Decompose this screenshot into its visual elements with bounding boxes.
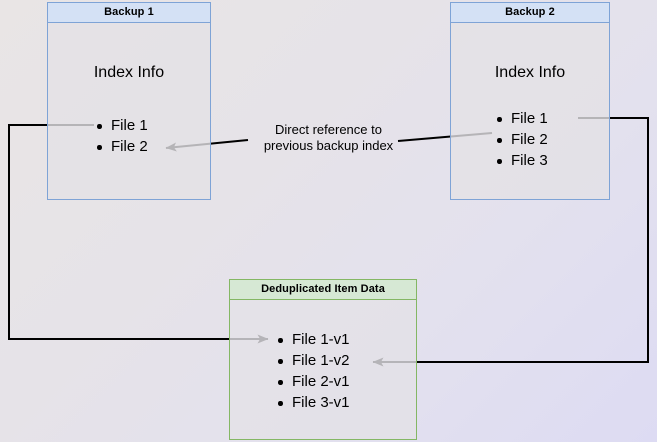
list-item: File 1-v2	[276, 350, 350, 371]
node-backup2[interactable]: Backup 2 Index Info File 1 File 2 File 3	[450, 2, 610, 200]
node-backup2-title: Backup 2	[451, 3, 609, 23]
node-backup1[interactable]: Backup 1 Index Info File 1 File 2	[47, 2, 211, 200]
node-backup1-item-list: File 1 File 2	[95, 115, 148, 157]
node-backup1-title: Backup 1	[48, 3, 210, 23]
edge-reference-caption-line2: previous backup index	[263, 138, 394, 153]
node-backup2-item-list: File 1 File 2 File 3	[495, 108, 548, 171]
node-deduplicated-body: File 1-v1 File 1-v2 File 2-v1 File 3-v1	[230, 300, 416, 439]
node-backup2-index-label: Index Info	[494, 64, 566, 81]
list-item: File 2	[495, 129, 548, 150]
edge-reference-caption-line1: Direct reference to	[275, 122, 382, 137]
node-deduplicated-item-data[interactable]: Deduplicated Item Data File 1-v1 File 1-…	[229, 279, 417, 440]
list-item: File 1-v1	[276, 329, 350, 350]
node-backup1-index-label: Index Info	[93, 64, 165, 81]
node-deduplicated-item-list: File 1-v1 File 1-v2 File 2-v1 File 3-v1	[276, 329, 350, 413]
edge-backup2-to-dedup	[372, 117, 649, 367]
list-item: File 2-v1	[276, 371, 350, 392]
list-item: File 3-v1	[276, 392, 350, 413]
list-item: File 3	[495, 150, 548, 171]
edge-reference-caption: Direct reference to previous backup inde…	[246, 122, 411, 154]
node-deduplicated-title: Deduplicated Item Data	[230, 280, 416, 300]
list-item: File 2	[95, 136, 148, 157]
node-backup1-body: Index Info File 1 File 2	[48, 23, 210, 199]
list-item: File 1	[495, 108, 548, 129]
node-backup2-body: Index Info File 1 File 2 File 3	[451, 23, 609, 199]
list-item: File 1	[95, 115, 148, 136]
